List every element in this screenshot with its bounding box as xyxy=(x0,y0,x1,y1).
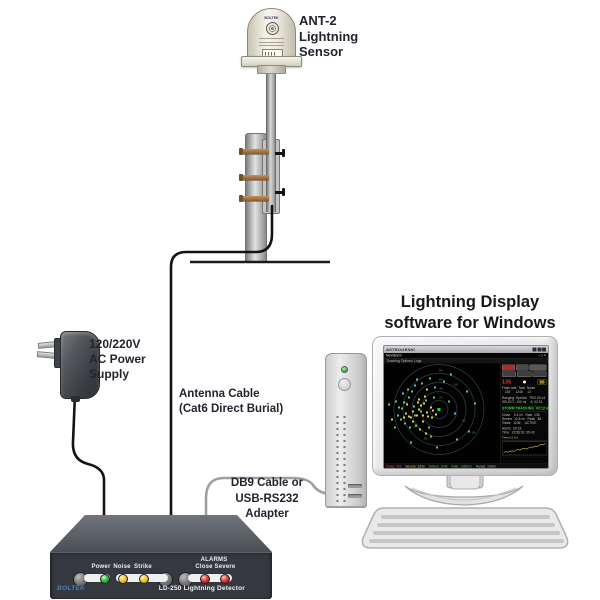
power-led xyxy=(100,574,110,584)
pc-power-button xyxy=(338,378,351,391)
radar-display: 20406080408060806080 xyxy=(384,364,500,464)
svg-text:80: 80 xyxy=(424,437,428,441)
panel-text: SELECT 100 mi A 02:31 xyxy=(502,401,547,405)
close-led xyxy=(200,574,210,584)
db9-cable-label: DB9 Cable or USB-RS232 Adapter xyxy=(221,476,313,523)
display-software-label: Lightning Display software for Windows xyxy=(375,292,565,334)
sensor-label: ANT-2 Lightning Sensor xyxy=(299,13,358,60)
status-segment: Rate: 135/min xyxy=(451,465,471,469)
drive-slot xyxy=(348,494,362,498)
svg-text:80: 80 xyxy=(472,431,476,435)
alarm-indicator-row xyxy=(502,365,547,371)
window-controls: – □ × xyxy=(538,354,546,358)
svg-text:40: 40 xyxy=(439,387,443,391)
svg-text:60: 60 xyxy=(439,378,443,382)
close-icon xyxy=(542,348,546,352)
severe-label: Severe xyxy=(215,564,236,570)
svg-text:60: 60 xyxy=(454,383,458,387)
pc-power-led xyxy=(341,366,348,373)
noise-led xyxy=(118,574,128,584)
cable-strain-relief xyxy=(71,396,80,402)
peak-readout: 88 xyxy=(537,379,546,385)
power-label: Power xyxy=(91,564,110,570)
minimize-icon xyxy=(533,348,537,352)
status-segment: Close: 4mi xyxy=(386,465,401,469)
monitor-screen: ASTROGENIC NexStorm – □ × Tracking Optio… xyxy=(383,345,549,469)
status-dot xyxy=(523,381,526,384)
software-window: ASTROGENIC NexStorm – □ × Tracking Optio… xyxy=(384,346,548,468)
strike-rate-readout: 135 xyxy=(502,379,511,385)
alarm-block-wide xyxy=(530,365,547,371)
alarm-block-red xyxy=(502,365,515,371)
panel-button-row xyxy=(502,372,547,378)
software-brand: ASTROGENIC xyxy=(386,347,415,352)
antenna-cable-label: Antenna Cable (Cat6 Direct Burial) xyxy=(179,387,283,417)
monitor: ASTROGENIC NexStorm – □ × Tracking Optio… xyxy=(372,336,558,476)
noise-label: Noise xyxy=(113,564,130,570)
info-panel: 135 88 Flash rate Total Noise 135 1246 1… xyxy=(500,364,548,464)
panel-button xyxy=(517,372,531,378)
model-label: LD-250 Lightning Detector xyxy=(159,585,245,592)
readout-row: 135 88 xyxy=(502,378,547,386)
vent-grill xyxy=(334,414,347,502)
boltek-logo: BOLTEK xyxy=(57,585,85,592)
screen-status-bar: Close: 4mi Severe: 12mi Strikes: 1246Rate:… xyxy=(384,464,548,470)
svg-text:20: 20 xyxy=(439,396,443,400)
status-segment: Strikes: 1246 xyxy=(429,465,448,469)
screen-brand-bar: ASTROGENIC xyxy=(384,346,548,353)
maximize-icon xyxy=(537,348,541,352)
alarm-block-gray xyxy=(516,365,528,371)
screen-main: 20406080408060806080 xyxy=(384,364,548,464)
trend-chart xyxy=(502,440,547,456)
ld250-detector: Power Noise Strike ALARMS Close Severe B… xyxy=(50,515,272,599)
close-label: Close xyxy=(195,564,212,570)
panel-text: 135 1246 12 xyxy=(502,391,547,395)
status-segment: Range: 100mi xyxy=(476,465,496,469)
severe-led xyxy=(220,574,230,584)
tracking-banner: STORM TRACKING 00:12:45 xyxy=(502,406,547,412)
svg-text:40: 40 xyxy=(462,419,466,423)
panel-text: Totals 1246 ACTIVE xyxy=(502,422,547,426)
alarms-heading: ALARMS xyxy=(201,557,228,563)
window-title: NexStorm xyxy=(386,354,402,358)
panel-button xyxy=(502,372,516,378)
svg-text:80: 80 xyxy=(439,369,443,373)
panel-text: Time: 23:58:02 05-03 xyxy=(502,431,547,435)
status-segment: Severe: 12mi xyxy=(405,465,424,469)
strike-led xyxy=(139,574,149,584)
strike-label: Strike xyxy=(134,564,152,570)
power-supply-label: 120/220V AC Power Supply xyxy=(89,337,146,382)
drive-slot xyxy=(348,484,362,488)
tower-pc xyxy=(325,353,367,508)
panel-button xyxy=(532,372,546,378)
